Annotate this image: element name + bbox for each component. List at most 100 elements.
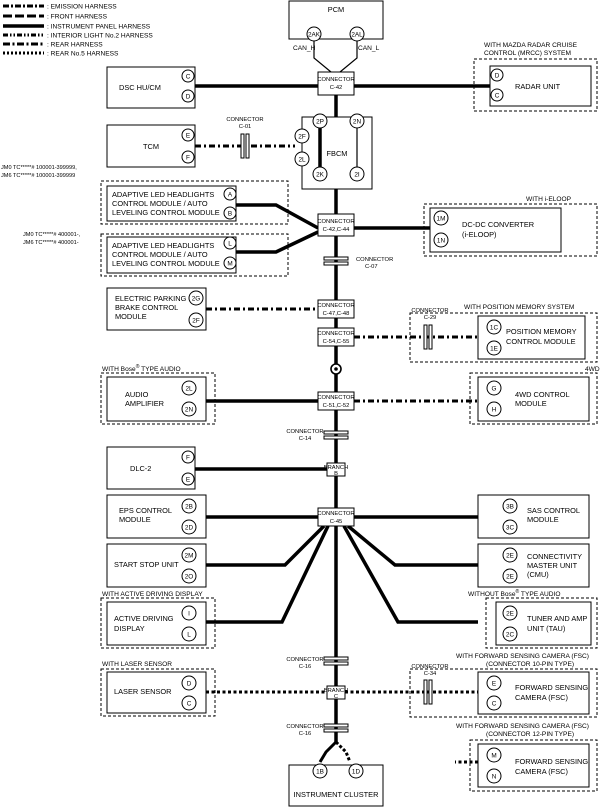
branch-c-label1: BRANCH	[324, 688, 348, 694]
connector-c16-lower-bottom	[323, 728, 349, 733]
fsc10-line2: CAMERA (FSC)	[515, 693, 568, 702]
fbcm-pin-ml1-label: 2F	[298, 134, 306, 141]
dlc-module[interactable]: DLC-2 F E	[106, 446, 196, 490]
ssu-pin1	[181, 547, 197, 563]
dsc-pin2	[181, 89, 195, 103]
cmu-pin1	[502, 547, 518, 563]
connector-c54-c55-label1: CONNECTOR	[317, 331, 354, 337]
connector-c34-left	[423, 679, 428, 705]
amp-line1: AUDIO	[125, 390, 149, 399]
connector-c47-c48-label1: CONNECTOR	[317, 303, 354, 309]
connector-c07-bottom	[323, 261, 349, 266]
dlc-pin2	[181, 472, 195, 486]
amp-pin1	[181, 380, 197, 396]
ic-pin2	[348, 763, 364, 779]
headlight-2-pin2	[223, 256, 237, 270]
connector-c45-box	[317, 507, 355, 527]
fsc12-pin2-label: N	[492, 774, 497, 781]
connector-c29: CONNECTOR C-29	[411, 308, 449, 350]
legend-label-front: : FRONT HARNESS	[47, 14, 108, 21]
connector-c51-c52-box	[317, 391, 355, 411]
epb-module[interactable]: ELECTRIC PARKING BRAKE CONTROL MODULE 2G…	[106, 287, 207, 331]
connector-c51-c52-label1: CONNECTOR	[317, 395, 354, 401]
add-line1: ACTIVE DRIVING	[114, 614, 174, 623]
tau-module[interactable]: TUNER AND AMP UNIT (TAU) 2E 2C	[485, 597, 598, 649]
radar-module[interactable]: RADAR UNIT D C	[473, 58, 598, 112]
laser-module[interactable]: LASER SENSOR D C	[100, 668, 216, 717]
eps-pin1-label: 2B	[185, 504, 193, 511]
connector-c51-c52: CONNECTOR C-51,C-52	[317, 391, 355, 411]
headlight-2-line3: LEVELING CONTROL MODULE	[112, 259, 220, 268]
dsc-pin1-label: C	[186, 74, 191, 81]
eps-pin2	[181, 519, 197, 535]
ssu-module[interactable]: START STOP UNIT 2M 2O	[106, 543, 207, 588]
splice-point-center	[334, 367, 338, 371]
epb-line1: ELECTRIC PARKING	[115, 294, 187, 303]
connector-c47-c48-box	[317, 299, 355, 319]
pcm-module[interactable]: PCM 2AK 2AL	[288, 0, 384, 42]
instrument-cluster-module[interactable]: INSTRUMENT CLUSTER 1B 1D	[288, 763, 384, 807]
dcdc-box	[429, 207, 562, 253]
connector-c14-bottom	[323, 435, 349, 440]
cmu-module[interactable]: CONNECTIVITY MASTER UNIT (CMU) 2E 2E	[477, 543, 590, 588]
headlight-module-2[interactable]: ADAPTIVE LED HEADLIGHTS CONTROL MODULE /…	[100, 233, 289, 277]
connector-c29-left	[423, 324, 428, 350]
fsc10-module[interactable]: FORWARD SENSING CAMERA (FSC) E C	[409, 668, 598, 718]
fourwd-line2: MODULE	[515, 399, 547, 408]
wire-ic-1d	[334, 740, 352, 763]
radar-option-frame	[473, 58, 598, 112]
connector-c54-c55-label2: C-54,C-55	[323, 339, 350, 345]
epb-pin1-label: 2G	[192, 296, 201, 303]
ssu-pin1-label: 2M	[185, 553, 194, 560]
headlight-2-option-frame	[100, 233, 289, 277]
posmem-pin1	[486, 319, 502, 335]
tau-pin2	[502, 626, 518, 642]
fourwd-module[interactable]: 4WD CONTROL MODULE G H	[469, 372, 598, 425]
wire-headlight-1	[236, 203, 319, 230]
legend-label-emission: : EMISSION HARNESS	[47, 4, 117, 11]
fsc10-pin1-label: E	[492, 681, 496, 688]
connector-c45-label2: C-45	[330, 519, 343, 525]
tcm-module[interactable]: TCM E F	[106, 124, 196, 168]
dlc-pin1-label: F	[186, 455, 190, 462]
sas-box	[477, 494, 590, 539]
vin-note-a2: JM6 TC*****# 100001-399999	[1, 173, 75, 179]
dcdc-module[interactable]: DC-DC CONVERTER (i-ELOOP) 1M 1N	[423, 203, 598, 257]
add-module[interactable]: ACTIVE DRIVING DISPLAY I L	[100, 597, 216, 649]
branch-b-label1: BRANCH	[324, 465, 348, 471]
radar-note-line1: WITH MAZDA RADAR CRUISE	[484, 42, 578, 49]
amp-module[interactable]: AUDIO AMPLIFIER 2L 2N	[100, 372, 216, 425]
add-option-frame	[100, 597, 216, 649]
pcm-pin-left-label: 2AK	[308, 32, 321, 39]
fsc12-pin1-label: M	[491, 753, 496, 760]
connector-c45-label1: CONNECTOR	[317, 511, 354, 517]
wires	[195, 39, 490, 764]
connector-c16-upper: CONNECTOR C-16	[286, 656, 349, 670]
bose-note-suffix: TYPE AUDIO	[139, 366, 180, 373]
radar-note-line2: CONTROL (MRCC) SYSTEM	[484, 50, 571, 57]
wire-headlight-2	[236, 230, 319, 254]
connector-c07-label1: CONNECTOR	[356, 257, 393, 263]
connector-c14-label1: CONNECTOR	[286, 429, 323, 435]
fsc12-module[interactable]: FORWARD SENSING CAMERA (FSC) M N	[469, 739, 598, 792]
dsc-module[interactable]: DSC HU/CM C D	[106, 66, 196, 109]
wire-tau	[342, 525, 478, 624]
posmem-line1: POSITION MEMORY	[506, 327, 577, 336]
dlc-box	[106, 446, 196, 490]
vin-note-b2: JM6 TC*****# 400001-	[23, 240, 79, 246]
connector-c14-label2: C-14	[299, 436, 312, 442]
nobose-note-suffix: TYPE AUDIO	[519, 591, 560, 598]
headlight-module-1[interactable]: ADAPTIVE LED HEADLIGHTS CONTROL MODULE /…	[100, 180, 289, 225]
sas-module[interactable]: SAS CONTROL MODULE 3B 3C	[477, 494, 590, 539]
dcdc-pin2-label: 1N	[437, 238, 446, 245]
posmem-module[interactable]: POSITION MEMORY CONTROL MODULE 1C 1E	[409, 312, 598, 363]
eps-module[interactable]: EPS CONTROL MODULE 2B 2D	[106, 494, 207, 539]
connector-c45: CONNECTOR C-45	[317, 507, 355, 527]
fsc12-line1: FORWARD SENSING	[515, 757, 588, 766]
tcm-pin1-label: E	[186, 133, 190, 140]
dcdc-line1: DC-DC CONVERTER	[462, 220, 534, 229]
cmu-line2: MASTER UNIT	[527, 561, 578, 570]
fbcm-module[interactable]: FBCM 2P 2N 2F 2L 2K 2I	[294, 113, 373, 190]
amp-pin2-label: 2N	[185, 407, 194, 414]
cmu-box	[477, 543, 590, 588]
